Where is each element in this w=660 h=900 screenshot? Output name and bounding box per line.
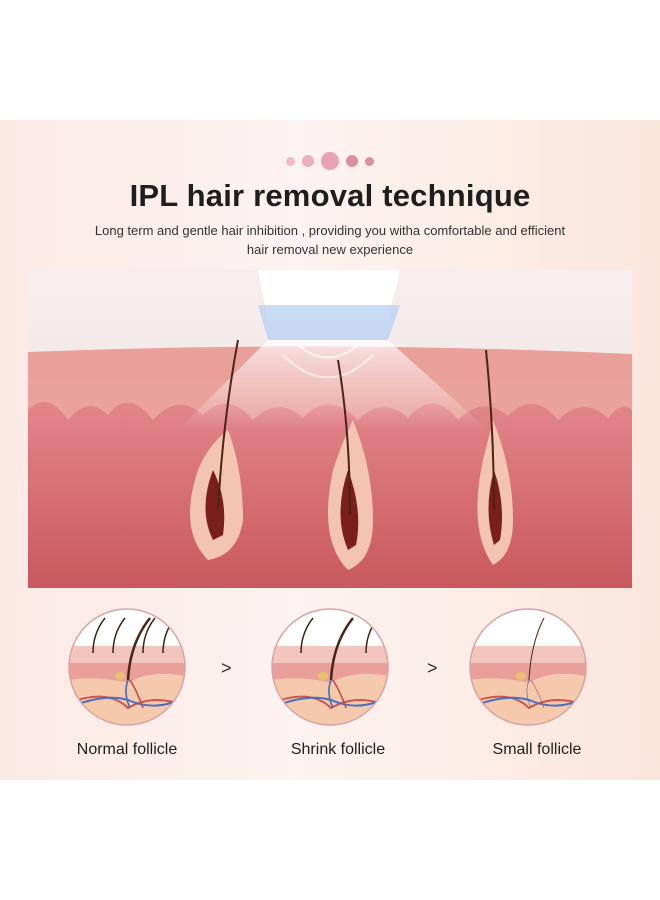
dot xyxy=(286,156,295,166)
subtitle-line: hair removal new experience xyxy=(246,242,414,257)
progress-arrow: > xyxy=(427,658,438,678)
follicle xyxy=(477,349,513,565)
dot xyxy=(346,155,358,167)
follicle xyxy=(328,359,373,570)
progress-arrow: > xyxy=(221,658,232,678)
dot xyxy=(302,155,314,167)
follicle-stage-circle xyxy=(469,608,587,726)
skin-cross-section-illustration xyxy=(28,270,632,588)
follicle-stage-circle xyxy=(271,608,389,726)
subtitle-line: Long term and gentle hair inhibition , p… xyxy=(94,223,566,238)
follicle-stage-circle xyxy=(68,608,186,726)
stage-label: Normal follicle xyxy=(76,741,178,758)
subtitle: Long term and gentle hair inhibition , p… xyxy=(40,221,620,259)
stage-label: Small follicle xyxy=(492,741,582,758)
follicle xyxy=(190,339,243,560)
page-title: IPL hair removal technique xyxy=(129,178,531,213)
stage-label: Shrink follicle xyxy=(290,741,386,758)
dot xyxy=(321,152,339,170)
decorative-dots xyxy=(0,152,660,170)
dot xyxy=(365,156,374,166)
